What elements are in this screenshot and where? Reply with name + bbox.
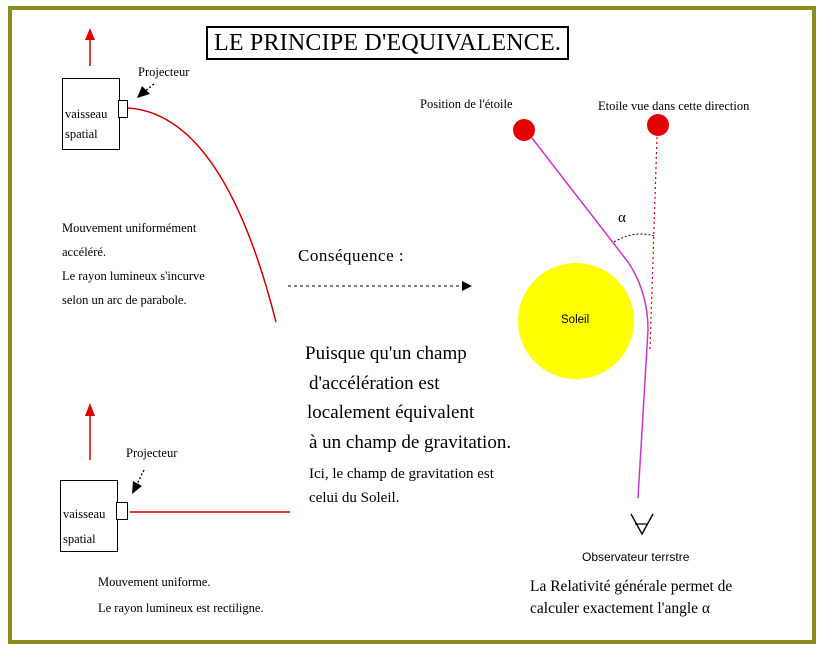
- conclusion-line-2: calculer exactement l'angle α: [530, 600, 711, 617]
- projector-pointer-bottom: [135, 469, 145, 487]
- projector-pointer-top: [139, 83, 155, 96]
- observer-label: Observateur terrstre: [582, 550, 690, 564]
- principle-line-2: d'accélération est: [309, 373, 440, 394]
- spaceship-bottom: [60, 480, 118, 552]
- conclusion-line-1: La Relativité générale permet de: [530, 578, 733, 595]
- curved-light-ray: [127, 107, 277, 323]
- angle-arc: [613, 233, 655, 243]
- projector-pointer-head-top: [137, 86, 150, 98]
- projector-top: [118, 100, 128, 118]
- top-desc-line-3: Le rayon lumineux s'incurve: [62, 269, 205, 283]
- top-desc-line-1: Mouvement uniformément: [62, 221, 197, 235]
- star-apparent-position: [647, 114, 669, 136]
- bottom-desc-line-2: Le rayon lumineux est rectiligne.: [98, 601, 264, 615]
- outer-frame: [8, 6, 816, 644]
- top-desc-line-2: accéléré.: [62, 245, 107, 259]
- principle-line-4: à un champ de gravitation.: [309, 432, 512, 453]
- acceleration-arrowhead-top: [85, 28, 95, 40]
- bottom-desc-line-1: Mouvement uniforme.: [98, 575, 211, 589]
- observer-eye-icon: [630, 513, 654, 536]
- sun-note-line-2: celui du Soleil.: [309, 490, 400, 506]
- consequence-arrowhead: [462, 281, 472, 291]
- page-title: LE PRINCIPE D'EQUIVALENCE.: [206, 26, 570, 60]
- projector-bottom: [116, 502, 128, 520]
- angle-alpha-label: α: [618, 210, 626, 226]
- spaceship-label-bottom: vaisseau spatial: [63, 507, 106, 546]
- acceleration-arrowhead-bottom: [85, 403, 95, 416]
- top-desc-line-4: selon un arc de parabole.: [62, 293, 187, 307]
- star-position-label: Position de l'étoile: [420, 97, 513, 111]
- consequence-label: Conséquence :: [298, 246, 405, 265]
- apparent-direction-line: [649, 136, 658, 351]
- sun-note-line-1: Ici, le champ de gravitation est: [309, 466, 494, 482]
- sun-label: Soleil: [561, 314, 590, 326]
- sun: [518, 263, 634, 379]
- star-apparent-label: Etoile vue dans cette direction: [598, 99, 750, 113]
- principle-line-1: Puisque qu'un champ: [305, 343, 467, 364]
- projector-pointer-head-bottom: [132, 481, 142, 494]
- spaceship-top: [62, 78, 120, 150]
- principle-line-3: localement équivalent: [307, 402, 475, 423]
- star-real-position: [513, 119, 535, 141]
- projector-label-bottom: Projecteur: [126, 446, 178, 460]
- spaceship-label-top: vaisseau spatial: [65, 107, 108, 141]
- deflected-light-ray: [531, 137, 649, 499]
- projector-label-top: Projecteur: [138, 65, 190, 79]
